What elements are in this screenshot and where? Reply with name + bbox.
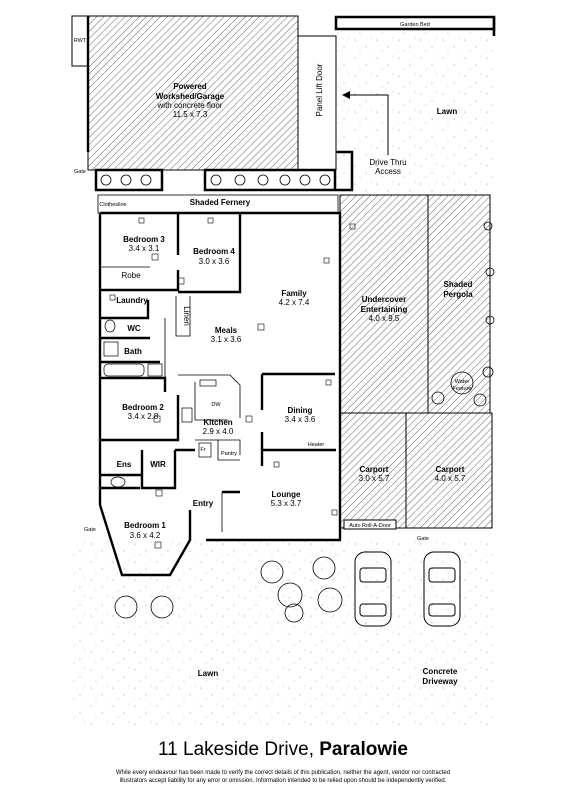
address-street: 11 Lakeside Drive, (158, 739, 314, 760)
water-feature-label-1: Water (455, 379, 470, 385)
meals-dim: 3.1 x 3.6 (211, 335, 242, 344)
gate-top-label: Gate (74, 169, 86, 175)
carport1-dim: 3.0 x 5.7 (359, 474, 390, 483)
bedroom2-dim: 3.4 x 2.8 (128, 412, 159, 421)
ens-label: Ens (117, 460, 132, 469)
carport2-dim: 4.0 x 5.7 (435, 474, 466, 483)
planter-boxes (94, 150, 354, 192)
wc-label: WC (127, 324, 141, 333)
robe-label: Robe (121, 271, 141, 280)
garage-label-3: with concrete floor (157, 101, 223, 110)
rwt-label: RWT (74, 38, 87, 44)
disclaimer-line-2: illustrators accept liability for any er… (119, 778, 447, 784)
dining-dim: 3.4 x 3.6 (285, 415, 316, 424)
gate-right-label: Gate (417, 536, 429, 542)
bedroom2-label: Bedroom 2 (122, 403, 164, 412)
fixtures (103, 319, 217, 488)
lawn-top-area (336, 18, 496, 193)
panel-lift-door (297, 35, 337, 171)
garage-label-1: Powered (173, 82, 206, 91)
heater-label: Heater (308, 442, 325, 448)
bedroom4-label: Bedroom 4 (193, 247, 235, 256)
bedroom3-dim: 3.4 x 3.1 (129, 244, 160, 253)
undercover-dim: 4.0 x 9.5 (369, 314, 400, 323)
concrete-label-2: Driveway (422, 677, 458, 686)
pantry-label: Pantry (221, 451, 237, 457)
bedroom4-dim: 3.0 x 3.6 (199, 257, 230, 266)
auto-roll-door-label: Auto Roll-A-Door (349, 523, 391, 529)
dining-label: Dining (288, 406, 313, 415)
carport2-label: Carport (436, 465, 465, 474)
bedroom3-label: Bedroom 3 (123, 235, 165, 244)
shaded-fernery-label: Shaded Fernery (190, 198, 251, 207)
drive-thru-label-2: Access (375, 167, 401, 176)
cars (354, 551, 461, 627)
linen-label: Linen (182, 306, 191, 326)
kitchen-label: Kitchen (203, 418, 232, 427)
family-label: Family (281, 289, 307, 298)
trees (114, 221, 495, 623)
disclaimer: While every endeavour has been made to v… (40, 769, 526, 785)
entry-label: Entry (193, 499, 214, 508)
power-markers (109, 217, 356, 549)
panel-lift-door-label: Panel Lift Door (315, 63, 324, 116)
dw-label: DW (211, 402, 221, 408)
drive-thru-label-1: Drive Thru (369, 158, 406, 167)
lawn-bottom-label: Lawn (198, 669, 219, 678)
disclaimer-line-1: While every endeavour has been made to v… (115, 770, 451, 776)
carport1-label: Carport (360, 465, 389, 474)
garden-bed-label: Garden Bed (400, 22, 430, 28)
house-walls (98, 211, 342, 577)
water-feature-label-2: Feature (453, 386, 472, 392)
family-dim: 4.2 x 7.4 (279, 298, 310, 307)
property-address: 11 Lakeside Drive, Paralowie (0, 739, 566, 761)
pergola-label-2: Pergola (443, 290, 473, 299)
gate-left-label: Gate (84, 527, 96, 533)
bedroom1-dim: 3.6 x 4.2 (130, 531, 161, 540)
lounge-label: Lounge (272, 490, 301, 499)
clothesline-label: Clothesline (99, 202, 126, 208)
room-labels: Powered Workshed/Garage with concrete fl… (74, 22, 473, 686)
undercover-entertaining (339, 194, 429, 414)
auto-roll-door (343, 519, 397, 530)
pergola-label-1: Shaded (444, 280, 473, 289)
wir-label: WIR (150, 460, 166, 469)
undercover-label-1: Undercover (362, 295, 406, 304)
undercover-label-2: Entertaining (361, 305, 408, 314)
garage (71, 15, 337, 171)
carport-2 (405, 412, 493, 529)
lawn-top-label: Lawn (437, 107, 458, 116)
concrete-label-1: Concrete (423, 667, 458, 676)
laundry-label: Laundry (116, 296, 148, 305)
meals-label: Meals (215, 326, 238, 335)
kitchen-dim: 2.9 x 4.0 (203, 427, 234, 436)
bath-label: Bath (124, 347, 142, 356)
garage-label-2: Workshed/Garage (156, 92, 225, 101)
drive-thru-arrow (342, 91, 389, 155)
garage-dim: 11.5 x 7.3 (173, 110, 208, 119)
address-suburb: Paralowie (319, 739, 408, 760)
shaded-pergola (427, 194, 491, 414)
bedroom1-label: Bedroom 1 (124, 521, 166, 530)
fr-label: Fr (200, 447, 205, 453)
lounge-dim: 5.3 x 3.7 (271, 499, 302, 508)
